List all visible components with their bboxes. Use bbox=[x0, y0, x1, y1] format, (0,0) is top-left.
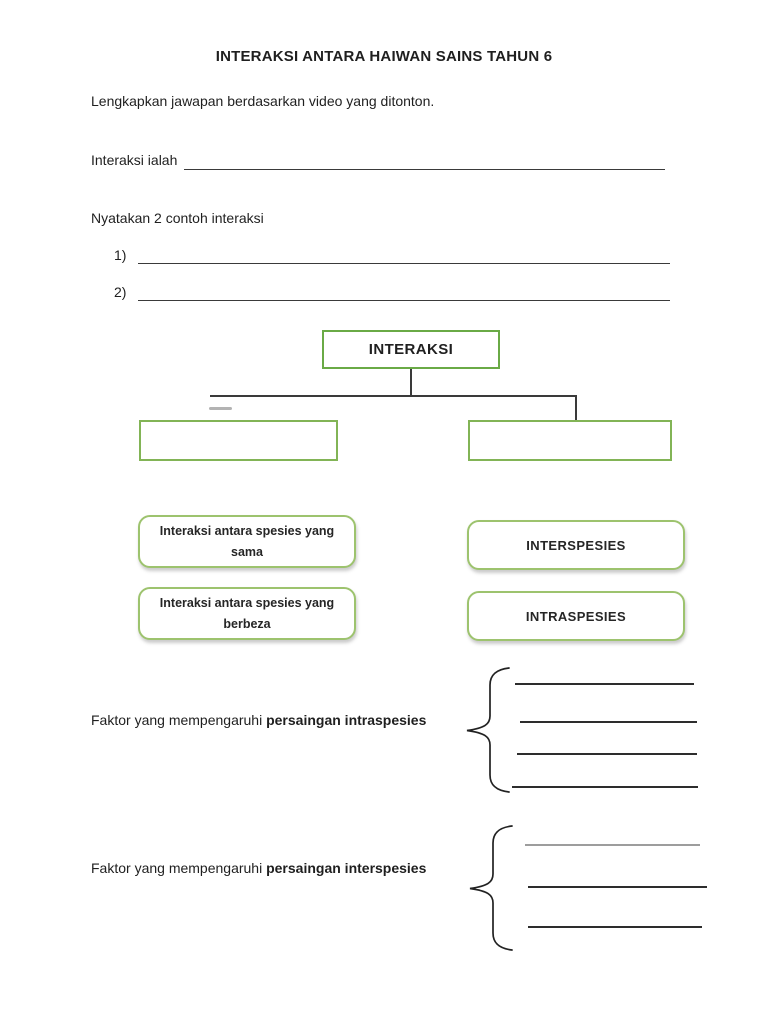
example-number-2: 2) bbox=[114, 284, 127, 300]
factor-interspesies-label: Faktor yang mempengaruhi persaingan inte… bbox=[91, 860, 426, 876]
curly-brace-interspesies bbox=[469, 825, 513, 951]
example-row-1: 1) bbox=[114, 246, 670, 264]
factor-blank-line bbox=[517, 753, 697, 755]
factor-bold-term-2: persaingan interspesies bbox=[266, 860, 427, 876]
card-same-species-definition: Interaksi antara spesies yang sama bbox=[138, 515, 356, 568]
stray-dash-mark bbox=[209, 407, 232, 410]
examples-heading: Nyatakan 2 contoh interaksi bbox=[91, 210, 264, 226]
example-number-1: 1) bbox=[114, 247, 127, 263]
card-intraspesies-term: INTRASPESIES bbox=[467, 591, 685, 641]
example-blank-line-1 bbox=[138, 246, 670, 264]
factor-prefix-2: Faktor yang mempengaruhi bbox=[91, 860, 263, 876]
answer-box-left bbox=[139, 420, 338, 461]
example-row-2: 2) bbox=[114, 283, 670, 301]
example-blank-line-2 bbox=[138, 283, 670, 301]
definition-blank-line bbox=[184, 150, 665, 170]
connector-right-drop bbox=[575, 395, 577, 421]
page-title: INTERAKSI ANTARA HAIWAN SAINS TAHUN 6 bbox=[215, 48, 553, 65]
factor-blank-line bbox=[515, 683, 694, 685]
curly-brace-intraspesies bbox=[466, 667, 510, 793]
factor-prefix-1: Faktor yang mempengaruhi bbox=[91, 712, 263, 728]
definition-label: Interaksi ialah bbox=[91, 152, 178, 168]
answer-box-right bbox=[468, 420, 672, 461]
interaksi-root-box: INTERAKSI bbox=[322, 330, 500, 369]
connector-stem bbox=[410, 369, 412, 396]
root-box-label: INTERAKSI bbox=[368, 341, 454, 358]
factor-intraspesies-label: Faktor yang mempengaruhi persaingan intr… bbox=[91, 712, 426, 728]
card-different-species-definition: Interaksi antara spesies yang berbeza bbox=[138, 587, 356, 640]
factor-blank-line bbox=[512, 786, 698, 788]
factor-blank-line bbox=[520, 721, 697, 723]
instruction-text: Lengkapkan jawapan berdasarkan video yan… bbox=[91, 93, 435, 109]
factor-bold-term-1: persaingan intraspesies bbox=[266, 712, 427, 728]
factor-blank-line bbox=[528, 926, 702, 928]
factor-blank-line bbox=[525, 844, 700, 846]
factor-blank-line bbox=[528, 886, 707, 888]
connector-horizontal bbox=[210, 395, 577, 397]
definition-row: Interaksi ialah bbox=[91, 150, 665, 170]
card-interspesies-term: INTERSPESIES bbox=[467, 520, 685, 570]
